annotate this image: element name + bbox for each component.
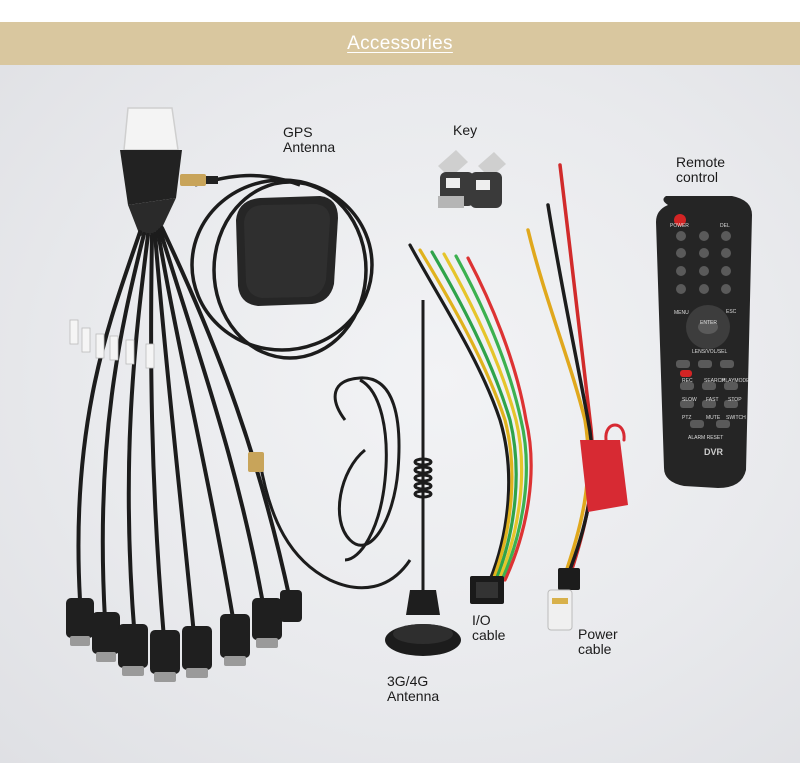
gps-antenna-label-line2: Antenna <box>283 139 336 155</box>
remote-alarm-label: ALARM RESET <box>688 435 724 441</box>
io-cable-label: I/O cable <box>472 613 505 643</box>
keys-image <box>438 150 506 208</box>
remote-menu-label: MENU <box>674 310 689 316</box>
key-label-line1: Key <box>453 122 478 138</box>
cellular-antenna-image <box>248 300 461 656</box>
remote-search-label: SEARCH <box>704 378 725 384</box>
remote-dvr-label: DVR <box>704 447 724 457</box>
remote-ptz-label: PTZ <box>682 415 692 421</box>
io-cable-image <box>408 243 533 604</box>
gps-antenna-label-line1: GPS <box>283 124 313 140</box>
power-cable-label: Power cable <box>578 627 618 657</box>
remote-control-image <box>656 196 752 488</box>
remote-del-label: DEL <box>720 223 730 229</box>
remote-esc-label: ESC <box>726 309 737 315</box>
remote-lens-label: LENS/VOL/SEL <box>692 349 728 355</box>
gps-antenna-label: GPS Antenna <box>283 125 335 155</box>
power-cable-label-line1: Power <box>578 626 618 642</box>
gps-antenna-image <box>180 173 374 360</box>
banner-title: Accessories <box>347 32 453 54</box>
accessories-photo: POWER DEL MENU ESC ENTER LENS/VOL/SEL RE… <box>0 65 800 763</box>
remote-control-label-line1: Remote <box>676 154 726 170</box>
remote-rec-label: REC <box>682 378 693 384</box>
remote-control-label: Remote control <box>676 155 725 185</box>
remote-slow-label: SLOW <box>682 397 697 403</box>
remote-playmode-label: PLAYMODE <box>722 378 750 384</box>
cellular-antenna-label-line1: 3G/4G <box>387 673 429 689</box>
key-label: Key <box>453 123 477 138</box>
top-spacer <box>0 0 800 22</box>
camera-harness-image <box>66 107 302 682</box>
remote-fast-label: FAST <box>706 397 719 403</box>
remote-mute-label: MUTE <box>706 415 721 421</box>
remote-power-label: POWER <box>670 223 689 229</box>
section-banner: Accessories <box>0 22 800 65</box>
power-cable-label-line2: cable <box>578 641 612 657</box>
io-cable-label-line2: cable <box>472 627 506 643</box>
remote-stop-label: STOP <box>728 397 742 403</box>
cellular-antenna-label-line2: Antenna <box>387 688 440 704</box>
accessories-illustration <box>66 107 752 682</box>
power-cable-image <box>526 163 628 631</box>
cellular-antenna-label: 3G/4G Antenna <box>387 674 439 704</box>
remote-labels: POWER DEL MENU ESC ENTER LENS/VOL/SEL RE… <box>668 223 758 463</box>
remote-control-label-line2: control <box>676 169 719 185</box>
io-cable-label-line1: I/O <box>472 612 491 628</box>
remote-switch-label: SWITCH <box>726 415 746 421</box>
remote-enter-label: ENTER <box>700 320 717 326</box>
